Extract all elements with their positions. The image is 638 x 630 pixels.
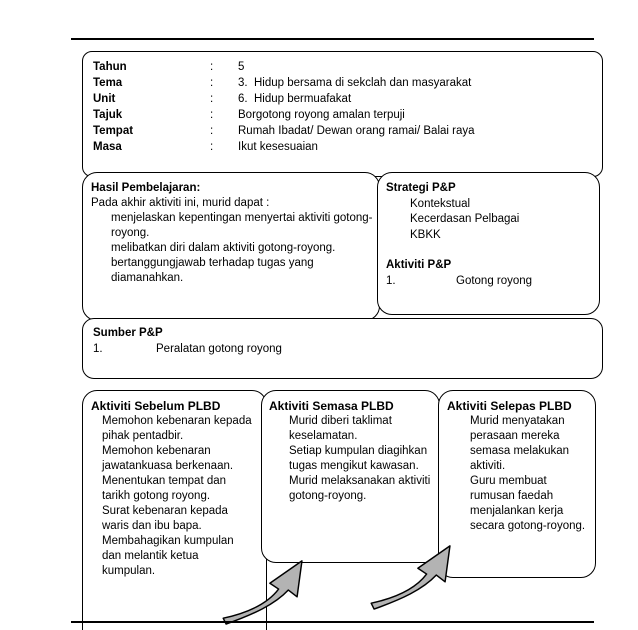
aktiviti-sebelum-item: Memohon kebenaran jawatankuasa berkenaan… [102,445,234,472]
bottom-border-line [71,621,594,623]
sumber-pp-box: Sumber P&P 1. Peralatan gotong royong [82,318,603,379]
info-value: 5 [238,61,245,73]
aktiviti-semasa-item: Murid diberi taklimat keselamatan. [289,415,392,442]
info-row-tahun: Tahun : 5 [93,59,592,75]
aktiviti-pp-title: Aktiviti P&P [386,259,452,271]
info-colon: : [210,61,214,73]
info-row-tema: Tema : 3. Hidup bersama di sekclah dan m… [93,75,592,91]
aktiviti-sebelum-title: Aktiviti Sebelum PLBD [91,399,221,413]
hasil-pembelajaran-box: Hasil Pembelajaran: Pada akhir aktiviti … [82,172,380,321]
info-value: Borgotong royong amalan terpuji [238,109,405,121]
curved-up-arrow-icon [222,560,303,625]
info-colon: : [210,77,214,89]
hasil-item: menjelaskan kepentingan menyertai aktivi… [111,212,373,239]
sumber-title: Sumber P&P [93,327,163,339]
info-label: Tahun [93,61,127,73]
sumber-number: 1. [93,343,103,355]
curved-up-arrow-shape [370,545,451,610]
aktiviti-pp-value: Gotong royong [456,274,533,287]
info-value: Ikut kesesuaian [238,141,318,153]
info-value: 3. Hidup bersama di sekclah dan masyarak… [238,77,472,89]
curved-up-arrow-shape [222,560,303,625]
aktiviti-semasa-box: Aktiviti Semasa PLBD Murid diberi taklim… [261,390,440,563]
aktiviti-sebelum-item: Memohon kebenaran kepada pihak pentadbir… [102,415,252,442]
info-label: Tempat [93,125,134,137]
hasil-item: melibatkan diri dalam aktiviti gotong-ro… [111,242,336,254]
hasil-item: bertanggungjawab terhadap tugas yang dia… [111,257,314,284]
spacer [386,243,591,258]
strategi-item: Kontekstual [410,197,471,210]
info-label: Masa [93,141,122,153]
info-colon: : [210,93,214,105]
sumber-row: 1. Peralatan gotong royong [93,341,592,357]
aktiviti-pp-row: 1. Gotong royong [386,274,591,290]
strategi-pp-box: Strategi P&P Kontekstual Kecerdasan Pelb… [377,172,600,315]
aktiviti-selepas-item: Murid menyatakan perasaan mereka semasa … [470,415,570,472]
info-colon: : [210,125,214,137]
strategi-item: KBKK [410,228,441,241]
aktiviti-semasa-item: Setiap kumpulan diagihkan tugas mengikut… [289,445,428,472]
aktiviti-sebelum-item: Membahagikan kumpulan dan melantik ketua… [102,535,234,577]
strategi-title: Strategi P&P [386,182,456,194]
info-row-unit: Unit : 6. Hidup bermuafakat [93,91,592,107]
info-colon: : [210,141,214,153]
top-border-line [71,38,594,40]
aktiviti-semasa-item: Murid melaksanakan aktiviti gotong-royon… [289,475,431,502]
info-label: Unit [93,93,116,105]
curved-up-arrow-icon [370,545,451,610]
aktiviti-selepas-item: Guru membuat rumusan faedah menjalankan … [470,475,586,532]
lesson-info-box: Tahun : 5 Tema : 3. Hidup bersama di sek… [82,51,603,177]
aktiviti-sebelum-box: Aktiviti Sebelum PLBD Memohon kebenaran … [82,390,267,630]
hasil-intro: Pada akhir aktiviti ini, murid dapat : [91,197,270,209]
info-label: Tema [93,77,123,89]
info-colon: : [210,109,214,121]
aktiviti-pp-number: 1. [386,274,396,287]
info-row-tajuk: Tajuk : Borgotong royong amalan terpuji [93,107,592,123]
aktiviti-selepas-title: Aktiviti Selepas PLBD [447,399,572,413]
aktiviti-semasa-title: Aktiviti Semasa PLBD [269,399,394,413]
info-value: 6. Hidup bermuafakat [238,93,352,105]
hasil-title: Hasil Pembelajaran: [91,182,201,194]
sumber-value: Peralatan gotong royong [156,343,282,355]
info-row-tempat: Tempat : Rumah Ibadat/ Dewan orang ramai… [93,123,592,139]
info-label: Tajuk [93,109,123,121]
info-row-masa: Masa : Ikut kesesuaian [93,139,592,155]
info-value: Rumah Ibadat/ Dewan orang ramai/ Balai r… [238,125,475,137]
aktiviti-sebelum-item: Surat kebenaran kepada waris dan ibu bap… [102,505,228,532]
aktiviti-selepas-box: Aktiviti Selepas PLBD Murid menyatakan p… [438,390,596,578]
aktiviti-sebelum-item: Menentukan tempat dan tarikh gotong royo… [102,475,227,502]
strategi-item: Kecerdasan Pelbagai [410,213,520,225]
